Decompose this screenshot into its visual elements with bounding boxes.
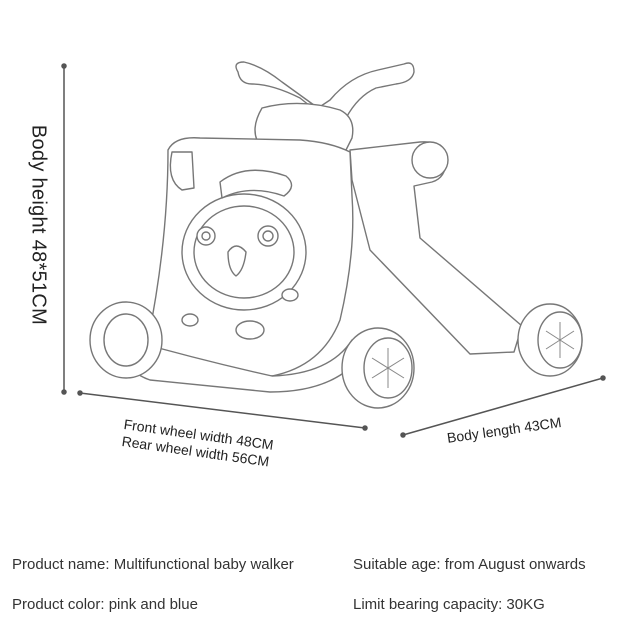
walker-body [89,61,583,409]
suitable-age-text: Suitable age: from August onwards [353,556,586,573]
beak [227,245,247,277]
bearing-capacity-text: Limit bearing capacity: 30KG [353,596,545,613]
length-dimension-line [402,377,604,436]
width-dimension-line [79,392,366,429]
body-height-label: Body height 48*51CM [18,110,58,340]
wheel-snowflakes [371,322,575,388]
product-color-text: Product color: pink and blue [12,596,198,613]
product-illustration-area: Body height 48*51CM Front wheel width 48… [18,61,606,470]
product-specs: Product name: Multifunctional baby walke… [0,548,640,628]
baby-walker-drawing [61,61,606,438]
body-height-text: Body height 48*51CM [27,124,50,326]
product-name-text: Product name: Multifunctional baby walke… [12,556,294,573]
handle-bar [235,61,415,123]
